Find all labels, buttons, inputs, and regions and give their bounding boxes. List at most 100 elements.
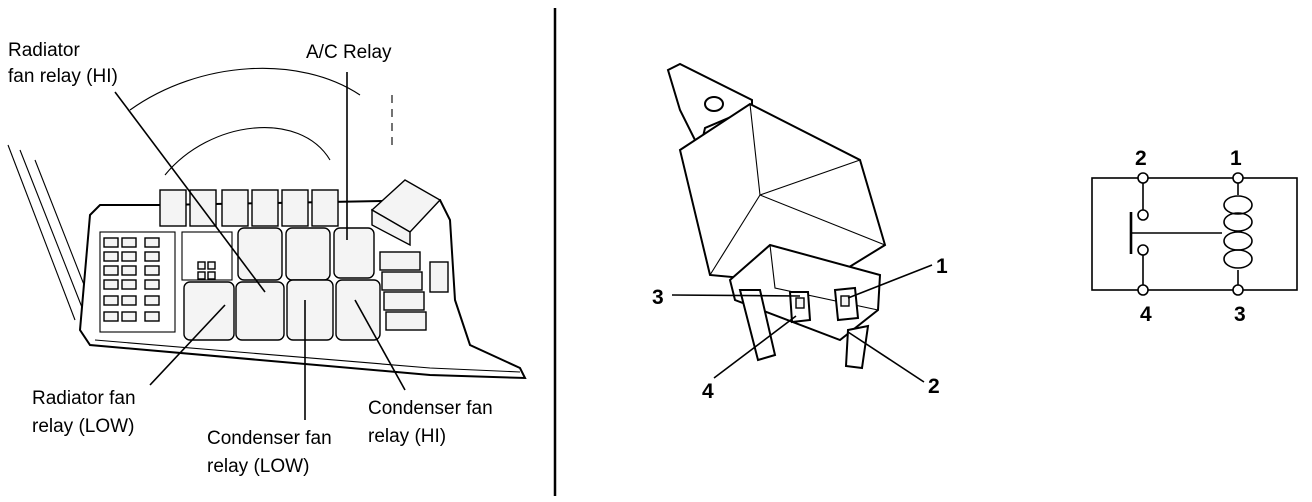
fuse xyxy=(121,295,137,306)
terminal-3 xyxy=(738,289,777,362)
fuse-grid xyxy=(99,231,176,333)
coil-terminal-1 xyxy=(1232,172,1244,184)
relay-body-left-edge xyxy=(709,194,761,276)
connector-frame xyxy=(181,231,233,281)
fuse xyxy=(144,265,160,276)
hood-arc-inner xyxy=(164,127,331,176)
fuse xyxy=(103,251,119,262)
leader-pin-4 xyxy=(713,315,797,379)
switch-terminal-2 xyxy=(1137,172,1149,184)
relay-schematic: 2 1 4 3 xyxy=(1091,147,1298,326)
relay-mount-hole xyxy=(704,96,724,112)
relay-body-bottom-edge xyxy=(759,194,886,246)
connector-pin xyxy=(197,261,206,270)
tilted-relay-side xyxy=(371,208,411,247)
right-modules xyxy=(379,251,449,331)
module-4 xyxy=(385,311,427,331)
connector-pin xyxy=(197,271,206,280)
switch-contact-top xyxy=(1137,209,1149,221)
relay-pin-label-4: 4 xyxy=(702,380,714,403)
relay-condenser-low xyxy=(286,279,334,341)
top-relay-1 xyxy=(159,189,187,227)
label-condenser-hi-line2: relay (HI) xyxy=(368,426,446,447)
fender-line-1 xyxy=(7,144,76,321)
fuse xyxy=(103,265,119,276)
fuse xyxy=(103,237,119,248)
relay-upper-2 xyxy=(285,227,331,281)
fuse xyxy=(121,237,137,248)
relay-condenser-hi xyxy=(335,279,381,341)
leader-condenser-hi xyxy=(354,299,406,391)
relay-pin-label-2: 2 xyxy=(928,375,940,398)
fuse-box-lower-edge xyxy=(94,339,521,373)
module-3 xyxy=(383,291,425,311)
label-ac-relay: A/C Relay xyxy=(306,42,392,63)
main-relays xyxy=(183,227,381,341)
switch-contact-bottom xyxy=(1137,244,1149,256)
fuse xyxy=(103,295,119,306)
fuse xyxy=(144,295,160,306)
switch-terminal-4 xyxy=(1137,284,1149,296)
leader-radiator-hi xyxy=(114,91,266,293)
label-condenser-hi-line1: Condenser fan xyxy=(368,398,493,419)
schematic-pin-label-1: 1 xyxy=(1230,147,1242,170)
relay-pin-label-3: 3 xyxy=(652,286,664,309)
fuse-grid-frame xyxy=(99,231,176,333)
label-condenser-low-line2: relay (LOW) xyxy=(207,456,309,477)
label-radiator-low-line1: Radiator fan xyxy=(32,388,136,409)
schematic-pin-label-4: 4 xyxy=(1140,303,1152,326)
leader-radiator-low xyxy=(149,304,226,386)
leader-pin-2 xyxy=(847,331,925,383)
connector-pin xyxy=(207,261,216,270)
label-radiator-hi-line1: Radiator xyxy=(8,40,80,61)
schematic-pin-label-2: 2 xyxy=(1135,147,1147,170)
hood-arc-outer xyxy=(129,67,361,111)
fuse xyxy=(121,279,137,290)
top-relay-4 xyxy=(251,189,279,227)
top-relay-3 xyxy=(221,189,249,227)
top-relay-6 xyxy=(311,189,339,227)
module-2 xyxy=(381,271,423,291)
fuse xyxy=(121,265,137,276)
terminal-2 xyxy=(844,324,870,370)
leader-pin-1 xyxy=(847,264,933,299)
coil-loop xyxy=(1223,212,1253,232)
fuse xyxy=(144,251,160,262)
label-condenser-low-line1: Condenser fan xyxy=(207,428,332,449)
fender-line-3 xyxy=(34,159,91,301)
terminal-4-slot xyxy=(795,297,805,309)
coil-loop xyxy=(1223,231,1253,251)
fuse xyxy=(144,237,160,248)
fuse xyxy=(103,311,119,322)
leader-pin-3 xyxy=(671,294,801,297)
relay-radiator-low xyxy=(183,281,235,341)
coil-loop xyxy=(1223,195,1253,215)
fuse xyxy=(144,311,160,322)
connector-block xyxy=(181,231,233,281)
relay-upper-1 xyxy=(237,227,283,281)
top-relay-5 xyxy=(281,189,309,227)
connector-pin xyxy=(207,271,216,280)
fuse-box-illustration: Radiator fan relay (HI) A/C Relay Radiat… xyxy=(7,40,527,477)
fender-line-2 xyxy=(19,149,86,316)
relay-radiator-hi xyxy=(235,281,285,341)
schematic-pin-label-3: 3 xyxy=(1234,303,1246,326)
coil-terminal-3 xyxy=(1232,284,1244,296)
relay-pin-label-1: 1 xyxy=(936,255,948,278)
module-side xyxy=(429,261,449,293)
relay-illustration: 3 1 4 2 xyxy=(652,62,948,403)
label-radiator-hi-line2: fan relay (HI) xyxy=(8,66,118,87)
top-relay-row xyxy=(159,189,339,227)
module-1 xyxy=(379,251,421,271)
coil-loop xyxy=(1223,249,1253,269)
fuse xyxy=(144,279,160,290)
fuse xyxy=(121,251,137,262)
terminal-1-slot xyxy=(840,295,850,307)
relay-ac xyxy=(333,227,375,279)
relay-terminals xyxy=(738,286,870,370)
tilted-relay xyxy=(370,179,442,247)
fuse xyxy=(121,311,137,322)
schematic-frame xyxy=(1091,177,1298,291)
